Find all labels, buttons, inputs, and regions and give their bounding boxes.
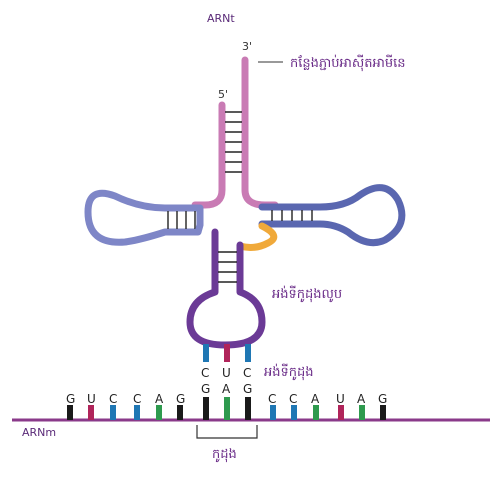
mrna-stick-6 xyxy=(177,405,183,420)
mrna-base-3: C xyxy=(109,392,117,406)
mrna-stick-3 xyxy=(110,405,116,420)
anticodon-stick-1 xyxy=(203,344,209,362)
three-prime-label: 3' xyxy=(242,40,252,53)
anticodon-bases: C U C xyxy=(201,366,251,380)
anticodon-loop-label: អង់ទីកូដុងលូប xyxy=(272,285,342,303)
anticodon-arm-base-pairs xyxy=(218,251,237,283)
mrna-base-10: C xyxy=(268,392,276,406)
mrna-base-15: G xyxy=(378,392,387,406)
anticodon-stick-2 xyxy=(224,344,230,362)
mrna-stick-14 xyxy=(359,405,365,420)
d-arm-base-pairs xyxy=(167,211,196,229)
d-arm-connector xyxy=(194,208,204,233)
anticodon-base-1: C xyxy=(201,366,209,380)
t-arm xyxy=(258,184,406,247)
anticodon-base-3: C xyxy=(243,366,251,380)
variable-loop xyxy=(236,222,278,251)
codon-bracket xyxy=(196,425,258,439)
mrna-stick-10 xyxy=(270,405,276,420)
mrna-base-9: G xyxy=(243,382,252,396)
mrna-stick-9 xyxy=(245,397,251,420)
mrna-base-13: U xyxy=(336,392,345,406)
amino-acid-site-label: កន្លែងភ្ជាប់អាស៊ីតអាមីនេ xyxy=(290,54,406,72)
mrna-base-4: C xyxy=(133,392,141,406)
mrna-base-sticks xyxy=(67,397,386,420)
t-arm-base-pairs xyxy=(271,210,313,221)
mrna-stick-11 xyxy=(291,405,297,420)
mrna-stick-13 xyxy=(338,405,344,420)
mrna-base-5: A xyxy=(155,392,164,406)
acceptor-stem-base-pairs xyxy=(225,111,242,173)
mrna-base-14: A xyxy=(357,392,366,406)
mrna-stick-1 xyxy=(67,405,73,420)
anticodon-base-2: U xyxy=(222,366,231,380)
mrna-base-8: A xyxy=(222,382,231,396)
mrna-stick-7 xyxy=(203,397,209,420)
mrna-stick-12 xyxy=(313,405,319,420)
mrna-stick-5 xyxy=(156,405,162,420)
mrna-stick-15 xyxy=(380,405,386,420)
mrna-base-1: G xyxy=(66,392,75,406)
mrna-base-6: G xyxy=(176,392,185,406)
anticodon-stick-3 xyxy=(245,344,251,362)
anticodon-label: អង់ទីកូដុង xyxy=(264,363,314,381)
codon-label: កូដុង xyxy=(212,447,237,463)
mrna-stick-8 xyxy=(224,397,230,420)
acceptor-stem-5prime-strand xyxy=(191,101,226,209)
five-prime-label: 5' xyxy=(218,88,228,101)
acceptor-stem-3prime-strand xyxy=(241,56,279,209)
mrna-base-7: G xyxy=(201,382,210,396)
d-arm xyxy=(84,189,204,246)
mrna-stick-4 xyxy=(134,405,140,420)
mrna-label: ARNm xyxy=(22,426,56,439)
anticodon-base-sticks xyxy=(203,344,251,362)
mrna-base-11: C xyxy=(289,392,297,406)
mrna-base-2: U xyxy=(87,392,96,406)
mrna-base-12: A xyxy=(311,392,320,406)
trna-label: ARNt xyxy=(207,12,235,25)
mrna-base-letters: G U C C A G G A G C C A U A G xyxy=(66,382,387,406)
mrna-stick-2 xyxy=(88,405,94,420)
